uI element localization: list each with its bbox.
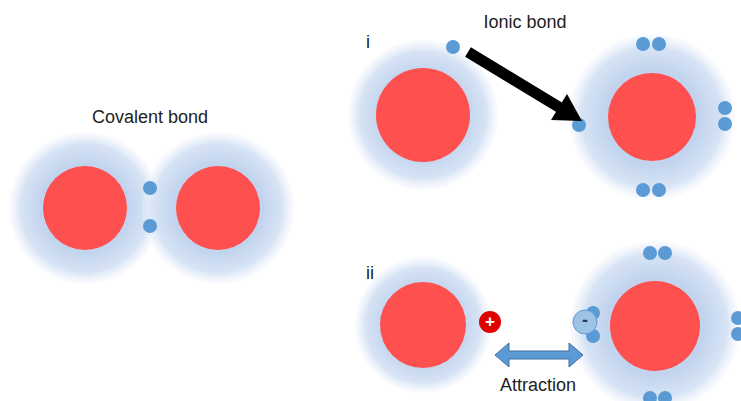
part-number: i <box>366 33 370 51</box>
arrow-label: Attraction <box>500 376 576 394</box>
electron-cloud <box>569 34 735 200</box>
electron <box>652 183 666 197</box>
electron <box>731 327 741 341</box>
electron <box>636 183 650 197</box>
electron <box>658 246 672 260</box>
electron <box>643 391 657 401</box>
electron <box>731 311 741 325</box>
nucleus <box>176 166 260 250</box>
nucleus <box>376 68 470 162</box>
transfer-arrow-head <box>551 94 582 121</box>
attraction-arrow <box>495 343 583 367</box>
electron <box>643 246 657 260</box>
electron <box>652 37 666 51</box>
transfer-arrow <box>468 52 562 109</box>
electron <box>636 37 650 51</box>
nucleus <box>43 166 127 250</box>
nucleus <box>610 281 700 371</box>
charge-sign: - <box>582 311 588 329</box>
part-number: ii <box>366 264 374 282</box>
electron <box>143 219 157 233</box>
electron <box>718 101 732 115</box>
electron <box>718 117 732 131</box>
electron-cloud <box>355 257 491 393</box>
negative-ion-marker <box>573 310 597 334</box>
positive-ion-marker <box>479 311 501 333</box>
electron-cloud <box>9 132 161 284</box>
electron-cloud <box>570 241 740 401</box>
electron <box>143 181 157 195</box>
charge-sign: + <box>485 313 495 330</box>
electron <box>446 40 460 54</box>
section-title: Ionic bond <box>483 13 566 31</box>
electron-cloud <box>142 132 294 284</box>
nucleus <box>608 73 696 161</box>
nucleus <box>380 282 466 368</box>
section-title: Covalent bond <box>92 108 208 126</box>
electron <box>658 391 672 401</box>
